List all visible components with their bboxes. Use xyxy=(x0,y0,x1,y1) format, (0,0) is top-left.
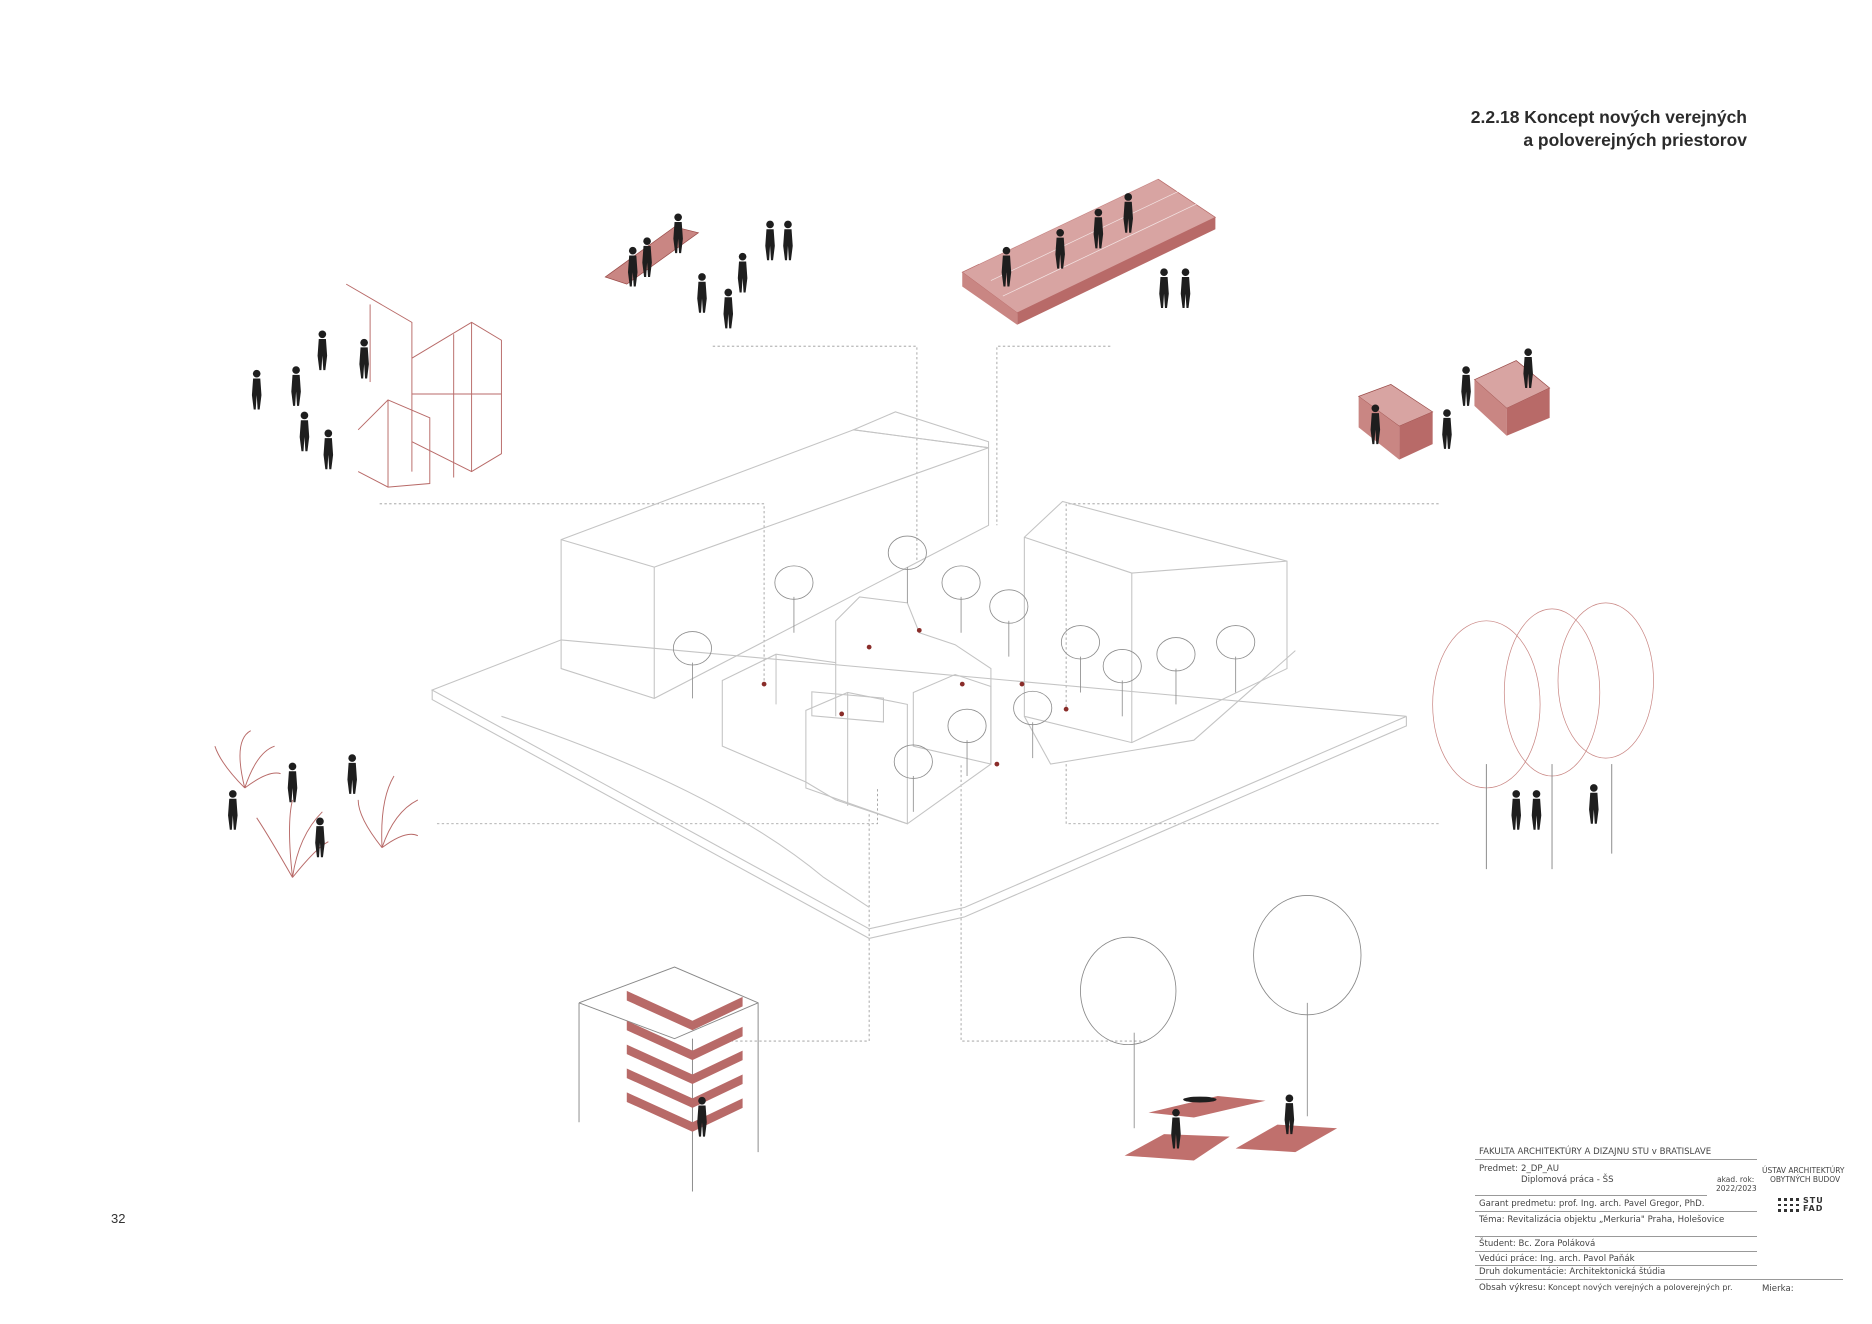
topic: Téma: Revitalizácia objektu „Merkuria" P… xyxy=(1479,1215,1725,1225)
institute-line-1: ÚSTAV ARCHITEKTÚRY xyxy=(1762,1166,1845,1175)
guarantor: Garant predmetu: prof. Ing. arch. Pavel … xyxy=(1479,1199,1705,1209)
institute-line-2: OBYTNÝCH BUDOV xyxy=(1770,1175,1841,1184)
logo-text: STU FAD xyxy=(1803,1196,1824,1213)
connector-lines xyxy=(379,345,1439,1042)
vignette-grove xyxy=(1432,602,1654,870)
vignette-market-tables xyxy=(1357,348,1551,460)
vignette-lawn-mats xyxy=(1080,894,1362,1161)
year-label: akad. rok: xyxy=(1717,1175,1755,1184)
stu-fad-logo: STU FAD xyxy=(1778,1197,1829,1213)
vignette-benches xyxy=(604,213,793,329)
site-trees xyxy=(672,535,1256,813)
page-number: 32 xyxy=(111,1211,126,1226)
subject-code: 2_DP_AU xyxy=(1521,1164,1560,1174)
content-label: Obsah výkresu: xyxy=(1479,1283,1546,1293)
academic-year: 2022/2023 xyxy=(1716,1184,1757,1193)
drawing-content: Koncept nových verejných a poloverejných… xyxy=(1548,1283,1733,1292)
vignette-stair-seating xyxy=(961,170,1217,325)
location-markers xyxy=(761,627,1069,767)
title-line-2: a poloverejných priestorov xyxy=(1523,130,1747,150)
title-line-1: 2.2.18 Koncept nových verejných xyxy=(1470,107,1747,127)
page-title: 2.2.18 Koncept nových verejných a polove… xyxy=(1471,106,1747,152)
scale-label: Mierka: xyxy=(1762,1284,1794,1294)
supervisor: Vedúci práce: Ing. arch. Pavol Paňák xyxy=(1479,1254,1635,1264)
vignette-planting xyxy=(214,730,419,878)
faculty: FAKULTA ARCHITEKTÚRY A DIZAJNU STU v BRA… xyxy=(1479,1147,1712,1157)
subject-name: Diplomová práca - ŠS xyxy=(1521,1175,1614,1185)
site-plan xyxy=(430,411,1407,939)
student: Študent: Bc. Zora Poláková xyxy=(1479,1239,1596,1249)
vignette-playground xyxy=(251,283,502,488)
vignette-vertical-garden xyxy=(578,966,759,1192)
documentation-type: Druh dokumentácie: Architektonická štúdi… xyxy=(1479,1267,1666,1277)
subject-label: Predmet: xyxy=(1479,1164,1519,1174)
